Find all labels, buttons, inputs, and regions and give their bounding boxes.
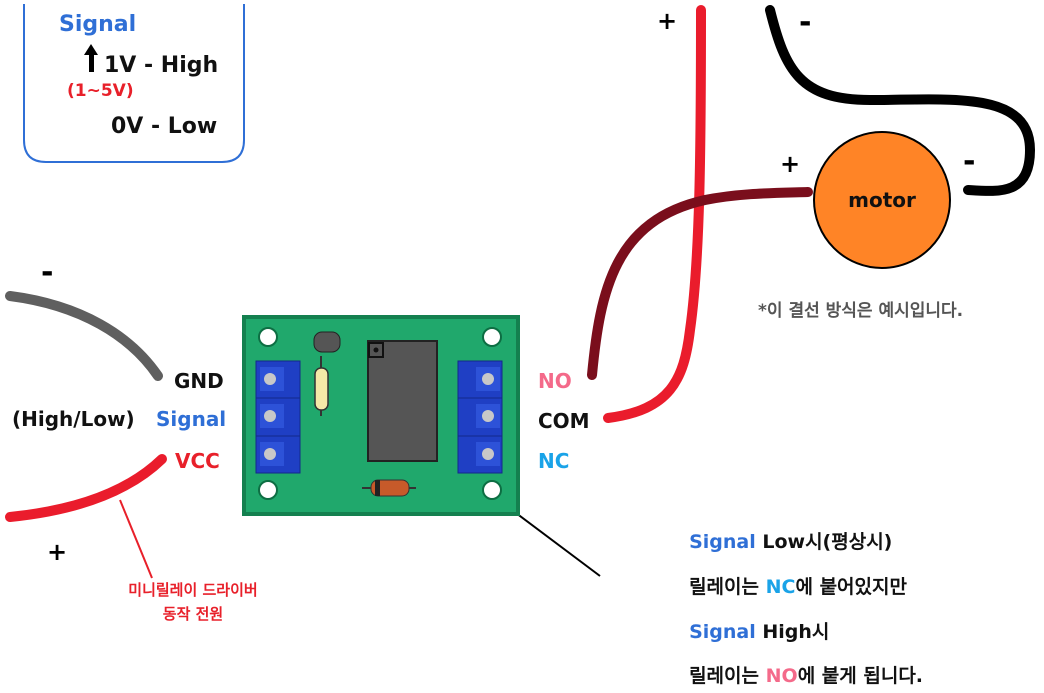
- terminal-screw: [264, 448, 276, 460]
- terminal-screw: [482, 410, 494, 422]
- signal-pin-label: Signal: [156, 407, 226, 431]
- diode-component: [370, 479, 410, 497]
- left-plus-sign: +: [47, 538, 67, 566]
- explanation-nc-word: NC: [766, 576, 796, 598]
- vcc-wire: [5, 454, 167, 522]
- legend-low-label: 0V - Low: [111, 114, 217, 139]
- example-note: *이 결선 방식은 예시입니다.: [758, 301, 963, 321]
- terminal-screw: [264, 410, 276, 422]
- top-plus-sign: +: [657, 7, 677, 35]
- gnd-wire: [5, 291, 163, 381]
- right-terminal-block: [457, 360, 503, 474]
- power-caption-pointer: [119, 499, 153, 579]
- motor-plus-sign: +: [780, 150, 800, 178]
- terminal-screw: [482, 373, 494, 385]
- motor-negative-wire: [765, 5, 1036, 196]
- signal-legend-box: [23, 4, 245, 163]
- no-to-motor-wire: [587, 187, 813, 380]
- explanation-line1-rest: Low시(평상시): [756, 531, 893, 553]
- com-label: COM: [538, 409, 590, 433]
- up-arrow-icon: [84, 44, 98, 72]
- legend-high-label: 1V - High: [104, 53, 218, 78]
- terminal-screw: [264, 373, 276, 385]
- mounting-hole: [258, 480, 278, 500]
- relay-pin1-marker: [368, 342, 384, 358]
- power-caption-line2: 동작 전원: [163, 605, 223, 623]
- legend-signal-label: Signal: [59, 12, 136, 37]
- no-label: NO: [538, 369, 572, 393]
- resistor-component: [314, 367, 329, 411]
- motor-body: [813, 131, 951, 269]
- explanation-line4-pre: 릴레이는: [689, 665, 766, 687]
- explanation-line4: 릴레이는 NO에 붙게 됩니다.: [656, 665, 943, 687]
- relay-module-board: [242, 315, 520, 516]
- motor-label: motor: [848, 188, 916, 212]
- explanation-line2-post: 에 붙어있지만: [795, 576, 907, 598]
- nc-label: NC: [538, 449, 569, 473]
- explanation-line3-rest: High시: [756, 621, 830, 643]
- left-minus-sign: -: [41, 255, 53, 290]
- motor-minus-sign: -: [963, 144, 975, 179]
- vcc-label: VCC: [175, 449, 220, 473]
- transistor-component: [313, 331, 341, 353]
- signal-mode-label: (High/Low): [12, 407, 135, 431]
- gnd-label: GND: [174, 369, 224, 393]
- explanation-line4-post: 에 붙게 됩니다.: [798, 665, 923, 687]
- relay-component: [367, 340, 438, 462]
- mounting-hole: [482, 480, 502, 500]
- explanation-line1: Signal Low시(평상시): [656, 531, 912, 553]
- mounting-hole: [482, 327, 502, 347]
- legend-range-label: (1~5V): [67, 81, 134, 101]
- com-wire: [603, 5, 706, 423]
- explanation-line2-pre: 릴레이는: [689, 576, 766, 598]
- power-caption-line1: 미니릴레이 드라이버: [128, 581, 257, 599]
- explanation-line2: 릴레이는 NC에 붙어있지만: [656, 576, 927, 598]
- explanation-signal-word: Signal: [689, 531, 756, 553]
- explanation-signal-word: Signal: [689, 621, 756, 643]
- mounting-hole: [258, 327, 278, 347]
- terminal-screw: [482, 448, 494, 460]
- top-minus-sign: -: [799, 5, 811, 40]
- explanation-no-word: NO: [766, 665, 798, 687]
- explanation-line3: Signal High시: [656, 621, 849, 643]
- left-terminal-block: [255, 360, 301, 474]
